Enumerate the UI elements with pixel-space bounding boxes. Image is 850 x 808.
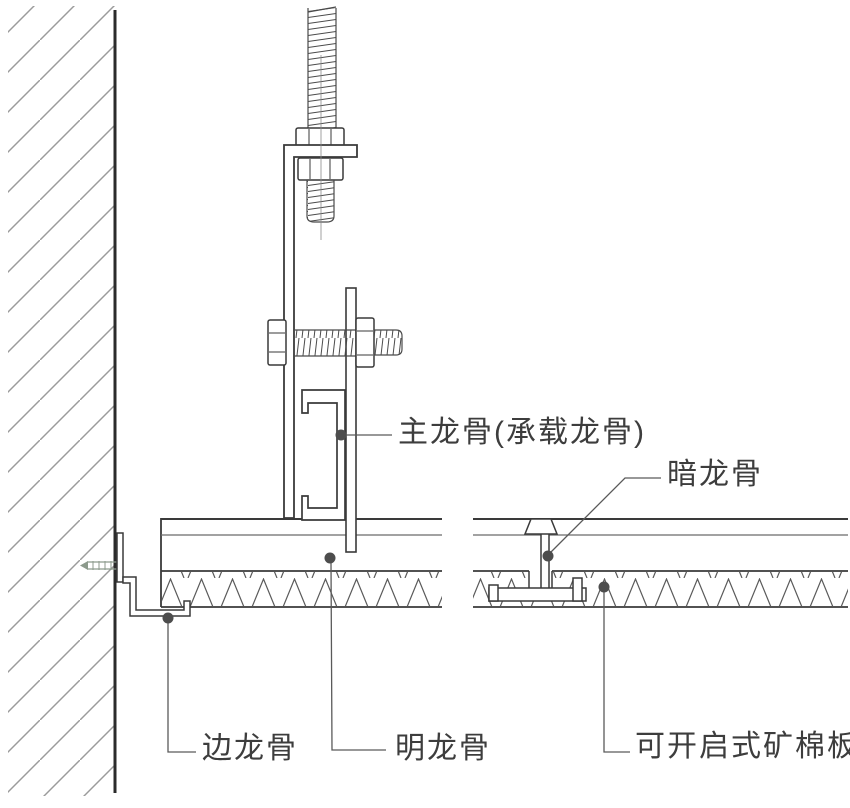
- wall-section: [8, 6, 117, 796]
- hidden-keel-hook-left: [488, 584, 499, 602]
- hanger-angle-bracket: [283, 144, 358, 519]
- leader-exposed-keel: [330, 562, 386, 751]
- wall-anchor-screw: [80, 561, 117, 570]
- hidden-keel-flange: [488, 587, 587, 602]
- label-panel: 可开启式矿棉板: [635, 730, 850, 763]
- dot-hidden-keel: [542, 550, 554, 562]
- bolt-shaft: [294, 330, 356, 356]
- wall-hatch: [8, 6, 115, 796]
- cross-bolt-assembly: [267, 317, 403, 368]
- leader-panel: [603, 592, 630, 753]
- main-keel-channel: [301, 389, 346, 521]
- label-hidden-keel: 暗龙骨: [667, 458, 763, 491]
- label-exposed-keel: 明龙骨: [395, 732, 491, 765]
- annotation-leaders: [167, 434, 661, 753]
- dot-main-keel: [335, 429, 347, 441]
- rod-top-cut: [307, 6, 337, 13]
- threaded-rod: [308, 8, 336, 129]
- dot-exposed-keel: [324, 552, 336, 564]
- hanger-strap: [345, 287, 357, 553]
- dot-panel: [598, 581, 610, 593]
- edge-keel-wall-plate: [116, 532, 124, 583]
- leader-hidden-keel: [550, 477, 661, 553]
- label-edge-keel: 边龙骨: [202, 732, 298, 765]
- suspension-rod-assembly: [283, 6, 358, 519]
- bolt-thread-tail: [373, 329, 403, 356]
- edge-keel-z-profile: [122, 576, 191, 617]
- left-mineral-wool: [162, 572, 442, 606]
- hidden-keel-hook-right: [572, 577, 583, 602]
- label-main-keel: 主龙骨(承载龙骨): [398, 416, 646, 449]
- edge-keel-profile: [80, 532, 191, 617]
- leader-edge-keel: [167, 623, 196, 753]
- annotation-dots: [162, 429, 610, 624]
- bolt-right-nut: [355, 317, 375, 368]
- lower-hex-nut: [297, 157, 344, 181]
- hidden-keel-spring-clip: [523, 518, 559, 535]
- dot-edge-keel: [162, 612, 174, 624]
- rod-thread-tail: [306, 179, 335, 223]
- bolt-head-nut: [267, 319, 287, 366]
- left-panel-assembly: [160, 518, 442, 608]
- screw-tip: [80, 561, 88, 570]
